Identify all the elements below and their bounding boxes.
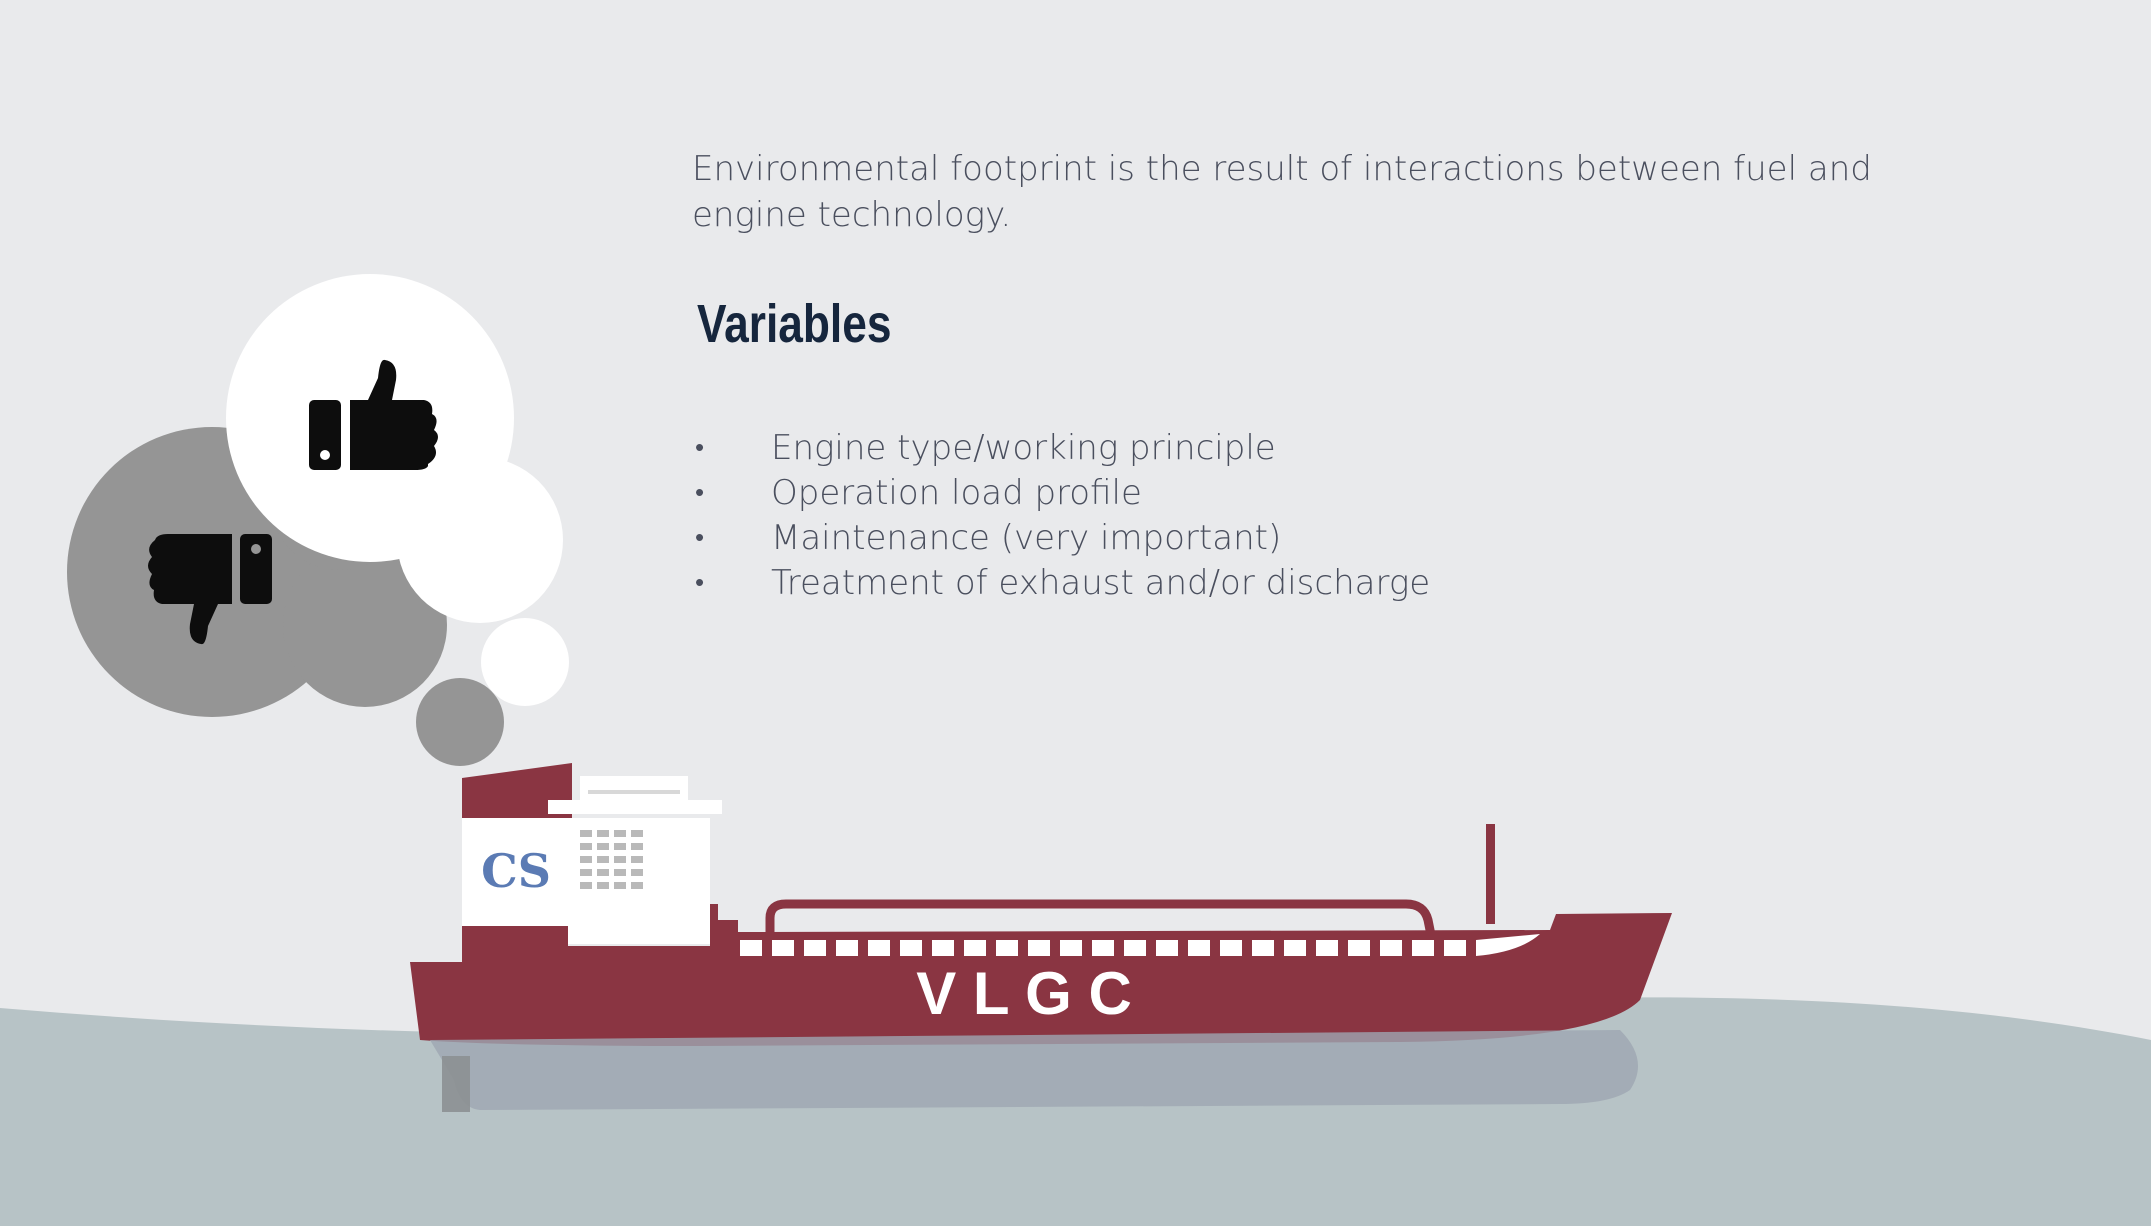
ship-mast [1486, 824, 1495, 924]
variable-label: Operation load profile [771, 473, 1142, 513]
hull-label: V L G C [916, 960, 1132, 1027]
thumbs-down-icon [148, 534, 272, 645]
ship-bridge [550, 818, 710, 944]
thumbs-up-icon [309, 359, 438, 470]
hull-underwater [430, 1030, 1638, 1110]
bridge-windows [580, 830, 643, 889]
intro-text: Environmental footprint is the result of… [692, 149, 1872, 235]
variable-label: Engine type/working principle [771, 428, 1276, 468]
bullet-icon: • [695, 523, 705, 553]
bullet-icon: • [695, 568, 705, 598]
list-item: • Operation load profile [692, 471, 1430, 516]
variable-label: Treatment of exhaust and/or discharge [771, 563, 1431, 603]
bullet-icon: • [695, 433, 705, 463]
company-logo: CS [481, 844, 551, 898]
variables-heading: Variables [697, 294, 892, 354]
list-item: • Engine type/working principle [692, 426, 1430, 471]
variable-label: Maintenance (very important) [771, 518, 1282, 558]
list-item: • Treatment of exhaust and/or discharge [692, 561, 1430, 606]
rudder [442, 1056, 470, 1112]
list-item: • Maintenance (very important) [692, 516, 1430, 561]
logo-text: CS [481, 844, 551, 898]
tank-rail [765, 899, 1437, 941]
ship-hull [410, 904, 1672, 1046]
bullet-icon: • [695, 478, 705, 508]
ship: CS V L G C [410, 763, 1672, 1112]
variables-list: • Engine type/working principle • Operatio… [692, 426, 1430, 606]
deck-openings [740, 934, 1540, 956]
